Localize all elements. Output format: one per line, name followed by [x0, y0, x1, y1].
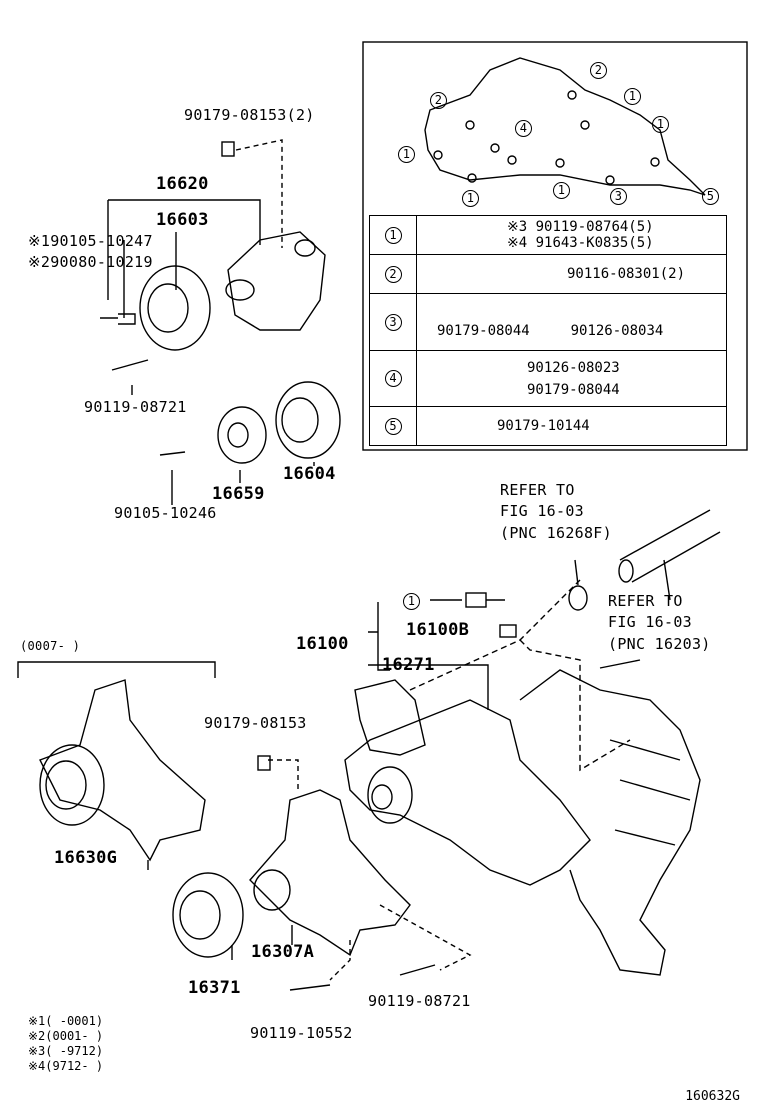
bracket-16630G [39, 679, 206, 862]
refer-1-line1: REFER TO [500, 481, 575, 499]
footnote: ※3( -9712) [28, 1044, 104, 1058]
refer-1-line3[interactable]: (PNC 16268F) [500, 524, 612, 542]
legend-row: 5 90179-10144 [369, 406, 727, 446]
inset-callout: 1 [624, 88, 641, 105]
pulley-16604 [275, 381, 341, 459]
footnote: ※4(9712- ) [28, 1059, 104, 1073]
inset-callout: 4 [515, 120, 532, 137]
tensioner-bracket [227, 231, 326, 331]
label-90179-08153[interactable]: 90179-08153 [204, 714, 307, 732]
label-90119-08721-top[interactable]: 90119-08721 [84, 398, 187, 416]
footnote: ※2(0001- ) [28, 1029, 104, 1043]
label-range-0007: (0007- ) [20, 639, 81, 653]
inset-callout: 3 [610, 188, 627, 205]
legend-row-items: ※3 90119-08764(5) ※4 91643-K0835(5) [416, 215, 727, 255]
legend-row-items: 90116-08301(2) [416, 254, 727, 294]
pulley-16371 [172, 872, 244, 958]
label-16100[interactable]: 16100 [296, 634, 349, 654]
label-16604[interactable]: 16604 [283, 464, 336, 484]
footnote: ※1( -0001) [28, 1014, 104, 1028]
label-16630G[interactable]: 16630G [54, 848, 118, 868]
legend-row-number: 1 [369, 215, 417, 255]
refer-2-line1: REFER TO [608, 592, 683, 610]
label-90105-10247[interactable]: ※190105-10247 [28, 232, 153, 250]
label-16620[interactable]: 16620 [156, 174, 209, 194]
legend-row-items: 90179-08044 90126-08034 [416, 293, 727, 351]
label-16307A[interactable]: 16307A [251, 942, 315, 962]
circled-1-callout: 1 [403, 593, 420, 610]
label-90119-08721-bottom[interactable]: 90119-08721 [368, 992, 471, 1010]
water-pump-16100 [344, 699, 591, 886]
footnotes: ※1( -0001) ※2(0001- ) ※3( -9712) ※4(9712… [28, 1014, 103, 1074]
inset-callout: 1 [652, 116, 669, 133]
gasket-16271 [354, 679, 426, 756]
label-16659[interactable]: 16659 [212, 484, 265, 504]
refer-2-line2: FIG 16-03 [608, 613, 692, 631]
label-16271[interactable]: 16271 [382, 655, 435, 675]
refer-2-line3[interactable]: (PNC 16203) [608, 635, 711, 653]
legend-row: 2 90116-08301(2) [369, 254, 727, 294]
label-90105-10246[interactable]: 90105-10246 [114, 504, 217, 522]
legend-row-number: 2 [369, 254, 417, 294]
legend-row-items: 90126-08023 90179-08044 [416, 350, 727, 407]
engine-block [519, 669, 701, 976]
hose-16203 [619, 509, 721, 583]
label-16100B[interactable]: 16100B [406, 620, 470, 640]
legend-row-number: 3 [369, 293, 417, 351]
inset-callout: 1 [462, 190, 479, 207]
inset-callout: 5 [702, 188, 719, 205]
inset-callout: 2 [430, 92, 447, 109]
label-16603[interactable]: 16603 [156, 210, 209, 230]
legend-row-items: 90179-10144 [416, 406, 727, 446]
label-90179-08153-2[interactable]: 90179-08153(2) [184, 106, 315, 124]
inset-callout: 2 [590, 62, 607, 79]
figure-id-text: 160632G [685, 1089, 740, 1104]
plate-16659 [217, 406, 267, 464]
label-90080-10219[interactable]: ※290080-10219 [28, 253, 153, 271]
legend-row: 1 ※3 90119-08764(5) ※4 91643-K0835(5) [369, 215, 727, 255]
bracket-16307A [249, 789, 411, 957]
legend-row-number: 5 [369, 406, 417, 446]
idler-pulley-16603 [139, 265, 211, 351]
legend-row-number: 4 [369, 350, 417, 407]
timing-cover-outline [424, 57, 706, 196]
inset-callout: 1 [553, 182, 570, 199]
bolt-legend-table: 1 ※3 90119-08764(5) ※4 91643-K0835(5) 2 … [369, 215, 727, 446]
label-90119-10552[interactable]: 90119-10552 [250, 1024, 353, 1042]
inset-frame [362, 41, 748, 451]
inset-callout: 1 [398, 146, 415, 163]
legend-row: 4 90126-08023 90179-08044 [369, 350, 727, 407]
refer-1-line2: FIG 16-03 [500, 502, 584, 520]
label-16371[interactable]: 16371 [188, 978, 241, 998]
legend-row: 3 90179-08044 90126-08034 [369, 293, 727, 351]
